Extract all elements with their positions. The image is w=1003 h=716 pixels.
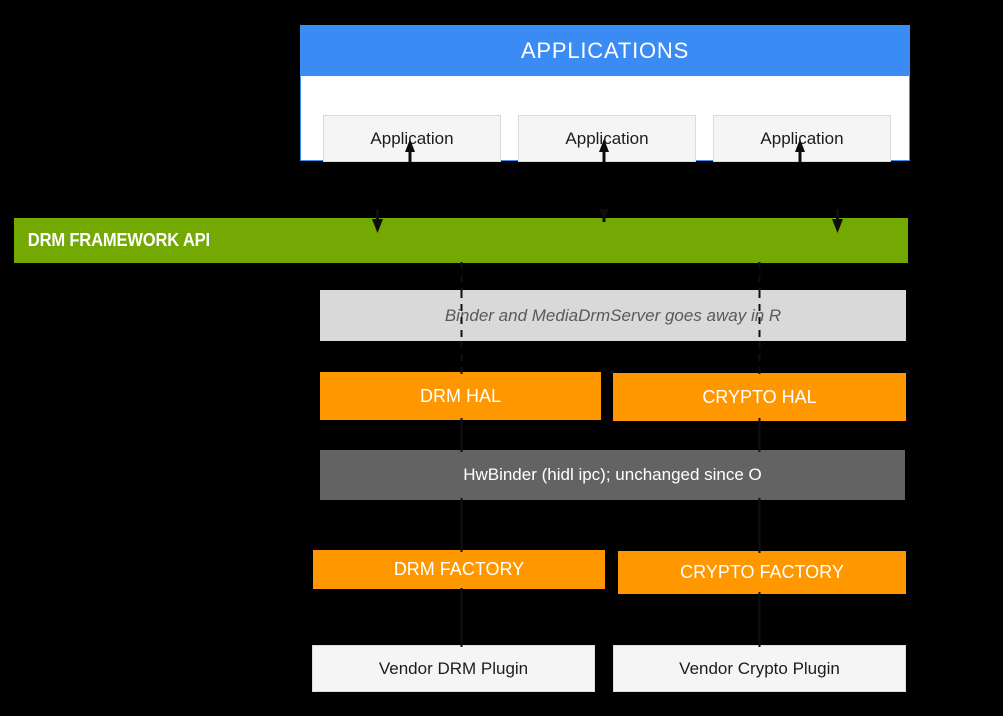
vendor-drm-plugin-box[interactable]: Vendor DRM Plugin [312,645,595,692]
application-box-2[interactable]: Application [518,115,696,162]
applications-group: APPLICATIONS Application Application App… [300,25,910,162]
crypto-factory-label: CRYPTO FACTORY [680,562,844,582]
applications-header: APPLICATIONS [301,26,909,76]
application-box-1[interactable]: Application [323,115,501,162]
vendor-drm-plugin-label: Vendor DRM Plugin [378,658,529,678]
application-box-3[interactable]: Application [713,115,891,162]
binder-note-label: Binder and MediaDrmServer goes away in R [444,305,782,325]
drm-factory-label: DRM FACTORY [393,559,525,579]
drm-factory-box[interactable]: DRM FACTORY [313,550,605,589]
crypto-hal-label: CRYPTO HAL [702,386,817,407]
crypto-factory-box[interactable]: CRYPTO FACTORY [618,551,906,594]
application-box-3-label: Application [760,128,844,148]
drm-framework-api-bar: DRM FRAMEWORK API [14,218,908,263]
vendor-crypto-plugin-box[interactable]: Vendor Crypto Plugin [613,645,906,692]
crypto-hal-box[interactable]: CRYPTO HAL [613,373,906,421]
binder-note-box: Binder and MediaDrmServer goes away in R [320,290,906,341]
vendor-crypto-plugin-label: Vendor Crypto Plugin [679,658,840,678]
hwbinder-box: HwBinder (hidl ipc); unchanged since O [320,450,905,500]
drm-hal-box[interactable]: DRM HAL [320,372,601,420]
application-box-1-label: Application [370,128,454,148]
drm-framework-api-label: DRM FRAMEWORK API [27,230,210,250]
application-box-2-label: Application [565,128,649,148]
drm-hal-label: DRM HAL [419,385,501,406]
hwbinder-label: HwBinder (hidl ipc); unchanged since O [463,465,762,484]
